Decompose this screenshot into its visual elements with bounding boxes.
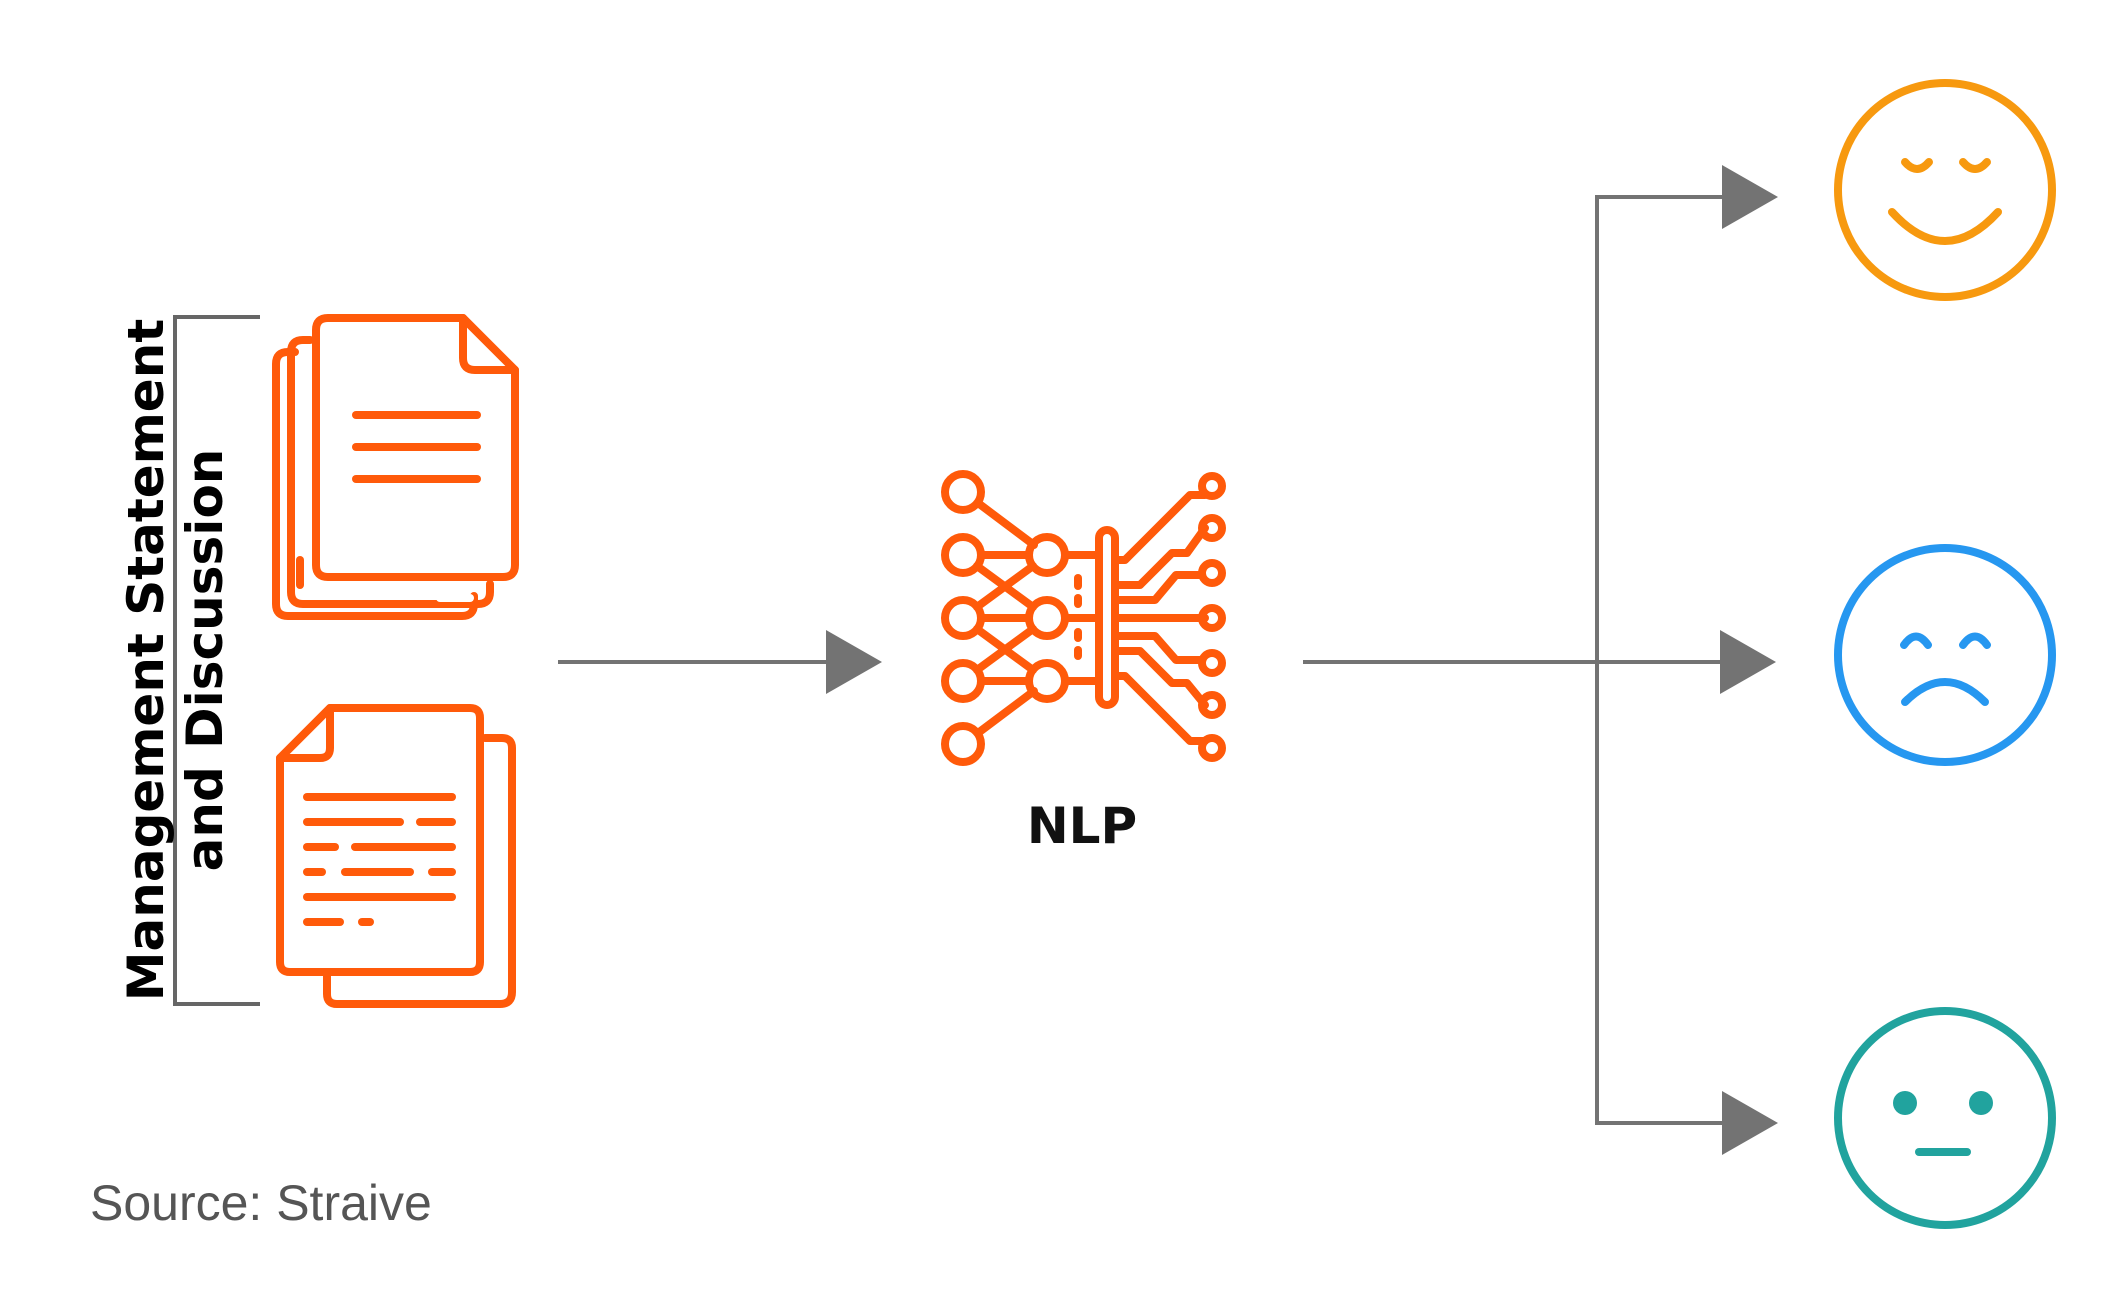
documents-bracket	[173, 315, 260, 1006]
source-footer: Source: Straive	[90, 1175, 432, 1231]
arrow-to-neutral	[1722, 1091, 1778, 1155]
neural-network-icon	[941, 470, 1226, 766]
arrow-to-positive	[1722, 165, 1778, 229]
document-stack-icon	[272, 314, 519, 620]
nlp-label: NLP	[1027, 797, 1137, 855]
text-document-icon	[276, 704, 516, 1008]
documents-label: Management Statement and Discussion	[117, 319, 234, 1001]
sad-face-icon	[1834, 544, 2056, 766]
arrow-to-negative	[1720, 630, 1776, 694]
documents-label-line1: Management Statement	[117, 319, 175, 1001]
smiling-face-icon	[1834, 79, 2056, 301]
neutral-face-icon	[1834, 1007, 2056, 1229]
documents-label-line2: and Discussion	[176, 449, 234, 872]
branch-arrows	[1303, 195, 1767, 1125]
arrow-to-nlp	[558, 630, 882, 694]
